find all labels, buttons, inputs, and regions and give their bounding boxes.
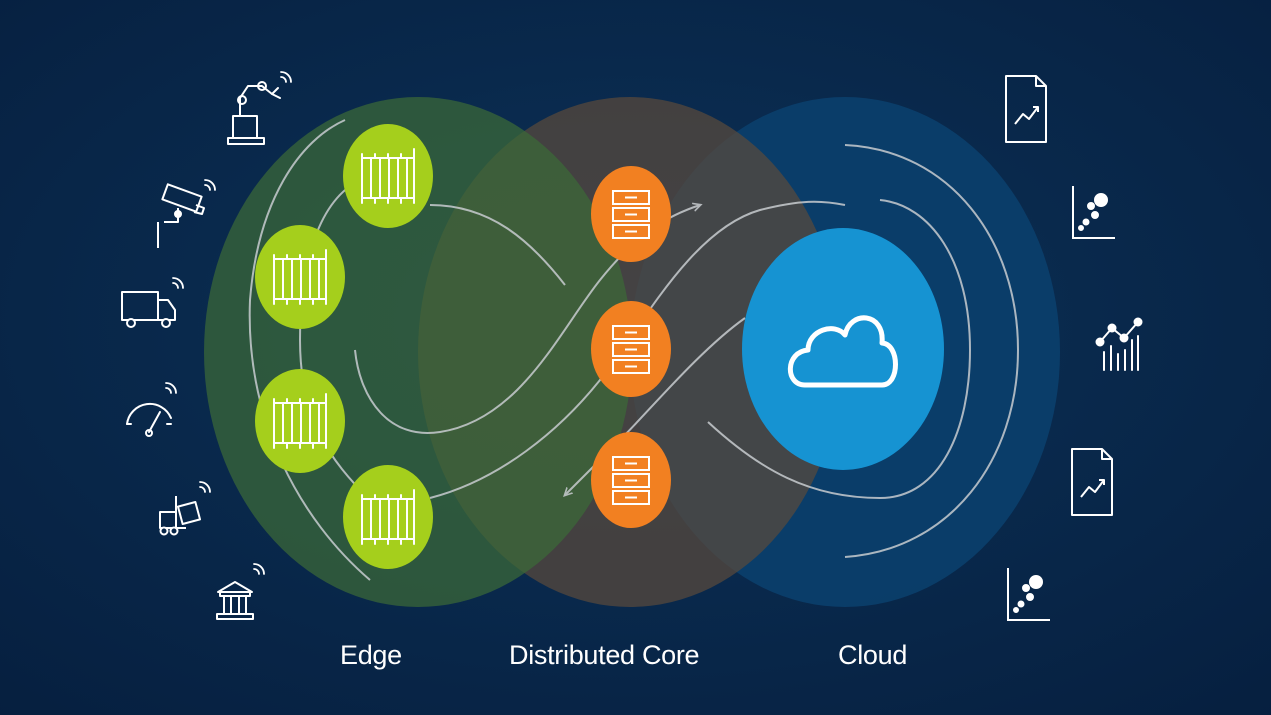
bar-line-chart-icon bbox=[1095, 317, 1143, 371]
cloud-icon bbox=[787, 315, 898, 388]
edge-node bbox=[343, 465, 433, 569]
edge-node bbox=[255, 369, 345, 473]
security-camera-icon bbox=[157, 179, 216, 248]
bank-building-icon bbox=[216, 563, 265, 620]
distributed-core-label: Distributed Core bbox=[509, 640, 700, 670]
core-node bbox=[591, 432, 671, 528]
robot-arm-icon bbox=[227, 71, 292, 145]
cloud-label: Cloud bbox=[838, 640, 908, 670]
edge-node bbox=[343, 124, 433, 228]
gauge-icon bbox=[126, 382, 177, 437]
core-node bbox=[591, 301, 671, 397]
delivery-truck-icon bbox=[121, 277, 184, 328]
edge-node bbox=[255, 225, 345, 329]
forklift-icon bbox=[159, 481, 211, 536]
edge-zone bbox=[204, 97, 632, 607]
cloud-node bbox=[742, 228, 944, 470]
core-node bbox=[591, 166, 671, 262]
edge-label: Edge bbox=[340, 640, 402, 670]
